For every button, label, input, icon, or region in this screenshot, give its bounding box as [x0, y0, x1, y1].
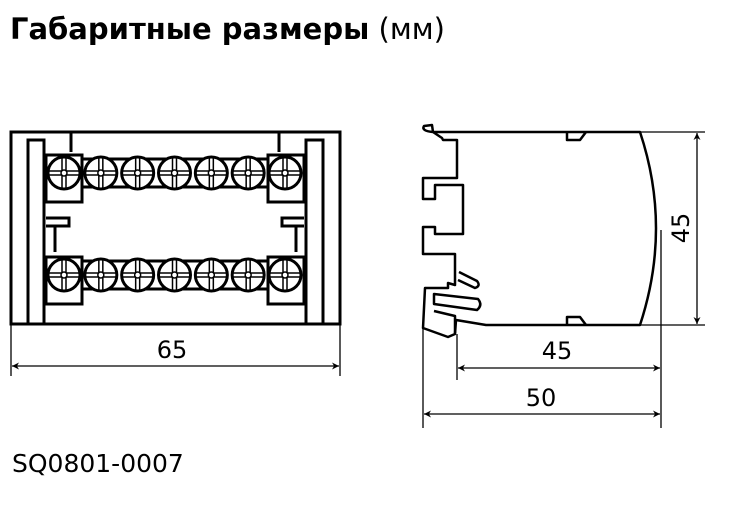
right-rail: [304, 138, 325, 326]
terminal-row: [44, 255, 306, 306]
product-code: SQ0801-0007: [12, 449, 184, 478]
front-view: [9, 130, 342, 326]
screw-icon: [267, 155, 303, 191]
screw-icon: [157, 257, 192, 293]
left-rail: [26, 138, 46, 326]
dim-65-label: 65: [157, 336, 188, 364]
end-block: [44, 255, 84, 306]
screw-icon: [193, 155, 229, 191]
screw-icon: [46, 257, 82, 293]
screw-icon: [230, 155, 266, 191]
screw-icon: [120, 155, 156, 191]
dim-height-label: 45: [667, 213, 695, 244]
screw-icon: [46, 155, 82, 191]
screw-icon: [230, 257, 266, 293]
screw-icon: [83, 155, 119, 191]
end-block: [44, 153, 84, 204]
side-dimensions: [422, 131, 705, 428]
screw-icon: [267, 257, 303, 293]
screw-icon: [120, 257, 156, 293]
screw-icon: [83, 257, 119, 293]
side-view: [421, 123, 658, 339]
end-block: [266, 255, 306, 306]
end-block: [266, 153, 306, 204]
terminal-row: [44, 153, 306, 204]
title-unit: (мм): [378, 12, 445, 46]
dim-50-label: 50: [526, 384, 557, 412]
front-outline: [9, 130, 342, 326]
screw-icon: [193, 257, 229, 293]
title-main: Габаритные размеры: [10, 12, 370, 46]
dim-45-label: 45: [542, 337, 573, 365]
screw-icon: [157, 155, 192, 191]
width-dimension: [10, 324, 341, 376]
page-title: Габаритные размеры (мм): [10, 12, 445, 46]
